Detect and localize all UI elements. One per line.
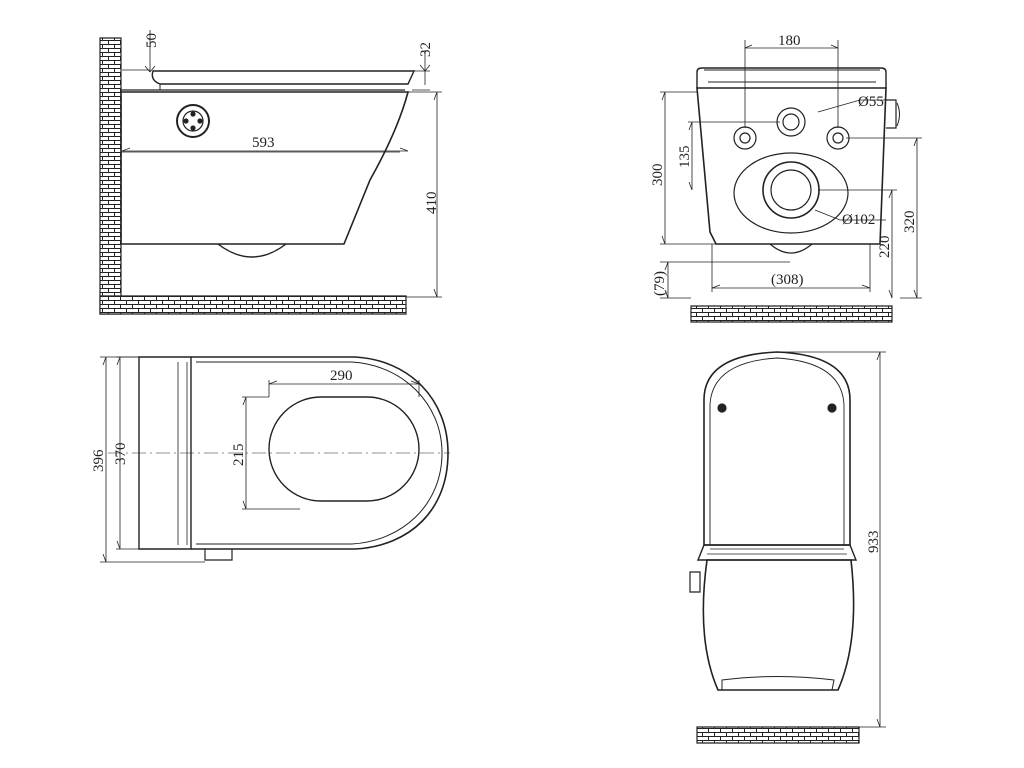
dim-body-width: 370	[113, 443, 129, 466]
control-knob	[177, 105, 209, 137]
rear-body	[697, 88, 886, 244]
front-lid	[704, 352, 850, 545]
dim-lid-height: 32	[418, 42, 434, 57]
dim-outlet-diameter: Ø102	[842, 212, 875, 228]
side-view	[100, 30, 442, 314]
rear-floor	[691, 306, 892, 322]
dim-seat-thickness: 50	[144, 33, 160, 48]
dim-total-height: 933	[866, 531, 882, 554]
rear-lid	[697, 68, 886, 88]
right-stud-hole	[827, 127, 849, 149]
side-view-labels: 50 32 593 410	[144, 33, 440, 214]
front-body	[703, 560, 853, 690]
top-view-labels: 396 370 290 215	[91, 368, 353, 472]
dim-stud-height: 300	[650, 164, 666, 187]
top-bowl-opening	[269, 397, 419, 501]
dim-opening-length: 290	[330, 368, 353, 384]
dim-projection: 593	[252, 135, 275, 151]
rear-view-labels: 180 Ø55 300 135 Ø102 320 220 (308) (79)	[650, 33, 918, 296]
bowl-body	[121, 92, 408, 244]
rear-view	[660, 40, 922, 322]
dim-stud-spacing: 180	[778, 33, 801, 49]
dim-bottom-height: 220	[877, 236, 893, 259]
seat-lid	[152, 71, 414, 84]
front-view	[690, 352, 886, 743]
inlet-hole	[777, 108, 805, 136]
dim-inlet-to-stud: 135	[677, 146, 693, 169]
dim-opening-width: 215	[231, 444, 247, 467]
top-view	[100, 357, 450, 562]
front-view-labels: 933	[866, 531, 882, 554]
wall	[100, 38, 121, 314]
dim-outlet-height: 320	[902, 211, 918, 234]
dim-base-width: (308)	[771, 272, 804, 288]
dim-height: 410	[424, 192, 440, 215]
floor	[100, 296, 406, 314]
front-floor	[697, 727, 859, 743]
dim-floor-gap: (79)	[652, 271, 668, 296]
dim-inlet-diameter: Ø55	[858, 94, 884, 110]
outlet	[218, 244, 286, 257]
dim-overall-width: 396	[91, 449, 107, 472]
outlet-ring	[734, 153, 848, 233]
left-stud-hole	[734, 127, 756, 149]
